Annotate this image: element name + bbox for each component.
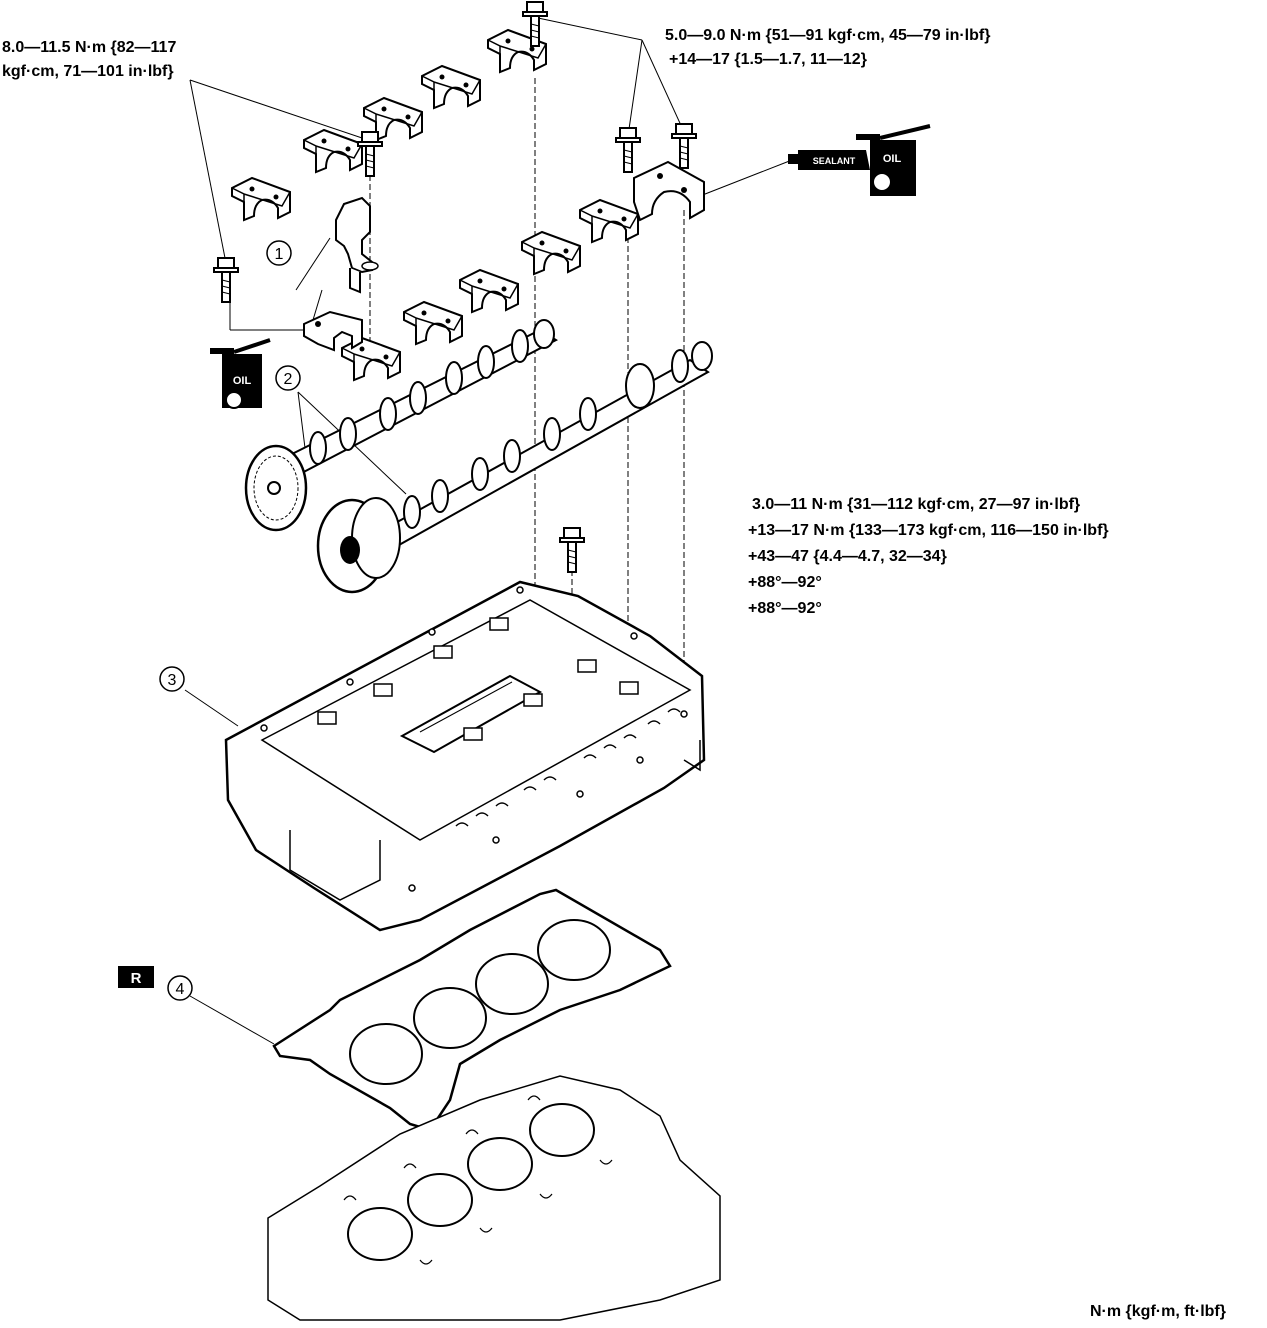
oil-badge-label: OIL [883,153,902,165]
bolt-icon [213,257,239,303]
sealant-badge-label: SEALANT [813,156,856,166]
camshaft-sprocket-intake [244,444,308,532]
torque-line: +43—47 {4.4—4.7, 32—34} [748,548,947,565]
torque-line: +14—17 {1.5—1.7, 11—12} [669,51,867,68]
replace-badge-label: R [131,970,142,987]
torque-line: +88°—92° [748,600,822,617]
torque-spec-cap-bolt: 5.0—9.0 N·m {51—91 kgf·cm, 45—79 in·lbf}… [665,24,990,72]
units-note: N·m {kgf·m, ft·lbf} [1090,1303,1226,1320]
torque-spec-valve-bolt: 8.0—11.5 N·m {82—117 kgf·cm, 71—101 in·l… [2,36,176,84]
torque-line: 5.0—9.0 N·m {51—91 kgf·cm, 45—79 in·lbf} [665,27,991,44]
sealant-tube-icon: SEALANT [788,150,870,170]
bolt-icon [615,127,641,173]
torque-line: +88°—92° [748,574,822,591]
oil-badge-label: OIL [233,375,252,387]
callout-1-label: 1 [275,246,284,263]
valve-bracket [303,310,363,352]
callout-2: 2 [275,365,301,391]
camshaft-intake [278,319,559,478]
oil-can-icon: OIL [210,338,271,409]
camshaft-exhaust [370,341,713,552]
oil-control-valve [335,196,379,294]
bolt-icon [559,527,585,573]
replace-part-icon: R [118,966,154,988]
camshaft-cap-group [231,29,639,381]
callout-4: 4 [167,975,193,1001]
torque-line: kgf·cm, 71—101 in·lbf} [2,63,174,80]
cylinder-head [224,580,706,932]
variable-valve-timing-actuator [316,497,401,594]
cylinder-head-gasket [272,888,672,1132]
torque-line: 3.0—11 N·m {31—112 kgf·cm, 27—97 in·lbf} [752,496,1081,513]
torque-line: 8.0—11.5 N·m {82—117 [2,39,177,56]
callout-1: 1 [266,240,292,266]
torque-line: +13—17 N·m {133—173 kgf·cm, 116—150 in·l… [748,522,1109,539]
bolt-icon [671,123,697,169]
callout-3: 3 [159,666,185,692]
torque-spec-head-bolt: 3.0—11 N·m {31—112 kgf·cm, 27—97 in·lbf}… [748,492,1109,622]
callout-3-label: 3 [168,672,177,689]
cylinder-block-deck [267,1075,721,1321]
callout-2-label: 2 [284,371,293,388]
callout-4-label: 4 [176,981,185,998]
oil-can-icon: OIL [856,124,931,196]
thrust-cap [633,160,705,222]
